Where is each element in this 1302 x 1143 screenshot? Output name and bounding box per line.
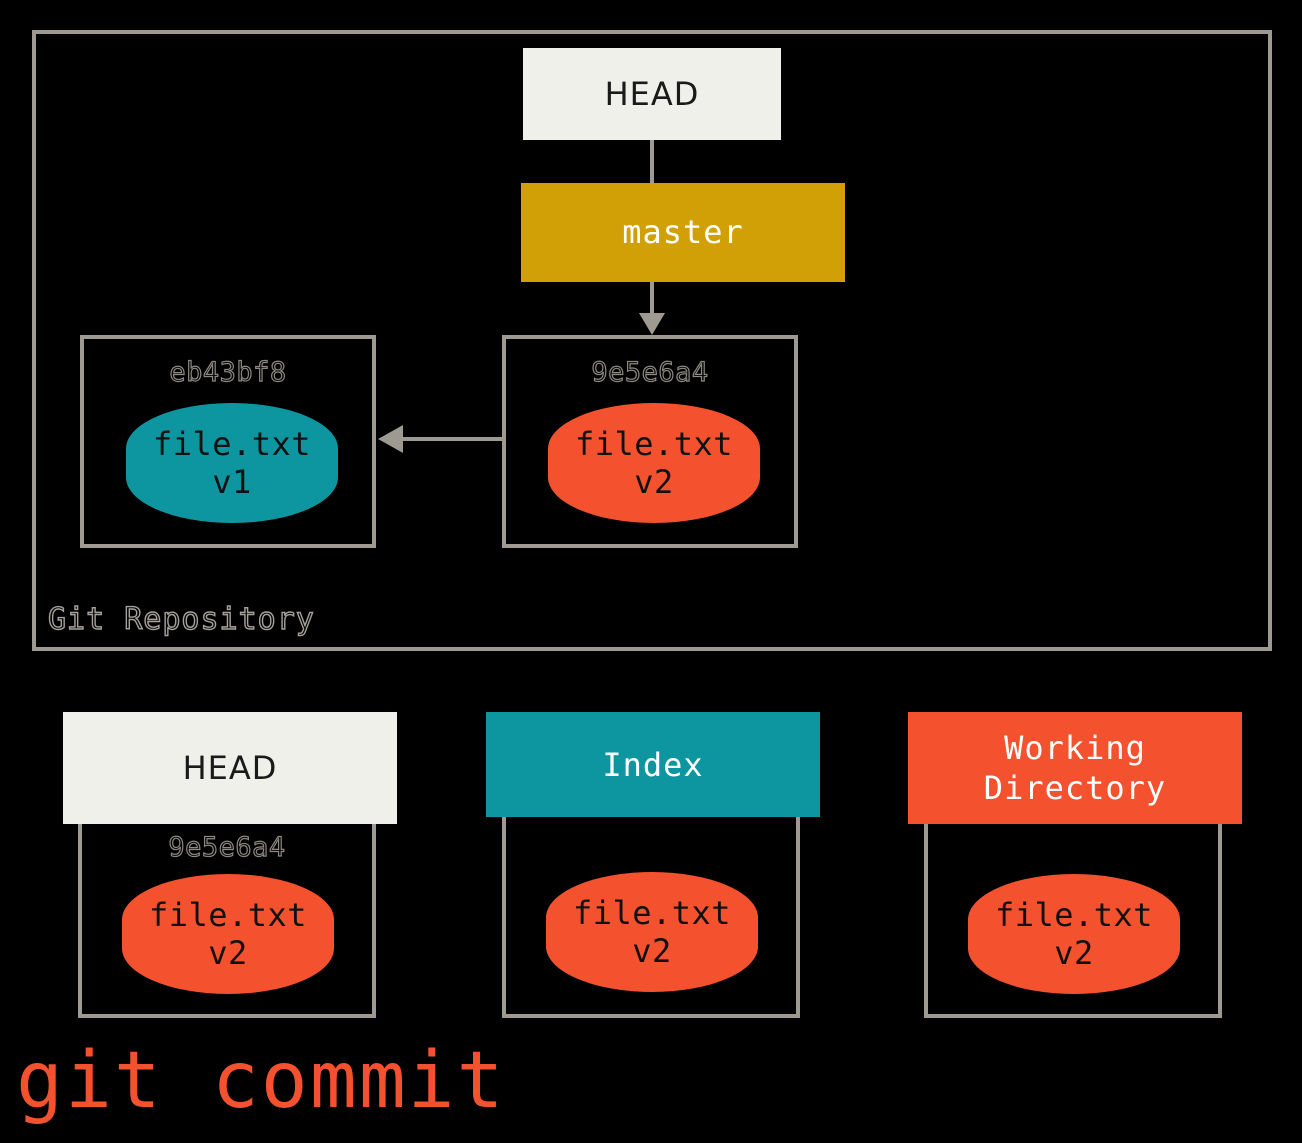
file-blob-head-area: file.txt v2 <box>122 874 334 994</box>
area-header-head-label: HEAD <box>182 749 278 787</box>
file-blob-index-area: file.txt v2 <box>546 872 758 992</box>
file-blob-9e5e6a4-text: file.txt v2 <box>574 424 734 501</box>
repo-master-ref-label: master <box>622 213 744 252</box>
file-blob-working-directory-area: file.txt v2 <box>968 874 1180 994</box>
arrowhead-commit-parent-icon <box>378 425 403 453</box>
file-blob-head-area-text: file.txt v2 <box>148 895 308 972</box>
connector-master-to-commit <box>650 282 654 316</box>
arrowhead-master-to-commit-icon <box>639 313 665 335</box>
repo-head-ref-box[interactable]: HEAD <box>523 48 781 140</box>
file-blob-index-area-text: file.txt v2 <box>572 893 732 970</box>
area-header-head[interactable]: HEAD <box>63 712 397 824</box>
connector-head-to-master <box>650 140 654 183</box>
commit-hash-9e5e6a4: 9e5e6a4 <box>591 356 709 388</box>
file-blob-9e5e6a4: file.txt v2 <box>548 403 760 523</box>
repo-master-ref-box[interactable]: master <box>521 183 845 282</box>
git-repository-label: Git Repository <box>47 601 315 637</box>
repo-head-ref-label: HEAD <box>604 74 700 113</box>
git-repository-frame <box>32 30 1272 651</box>
area-header-working-directory[interactable]: Working Directory <box>908 712 1242 824</box>
commit-box-9e5e6a4[interactable]: 9e5e6a4 file.txt v2 <box>502 335 798 548</box>
file-blob-eb43bf8: file.txt v1 <box>126 403 338 523</box>
commit-box-eb43bf8[interactable]: eb43bf8 file.txt v1 <box>80 335 376 548</box>
area-header-index[interactable]: Index <box>486 712 820 817</box>
area-head-hash: 9e5e6a4 <box>168 831 286 863</box>
file-blob-eb43bf8-text: file.txt v1 <box>152 424 312 501</box>
area-header-working-directory-label: Working Directory <box>983 729 1167 807</box>
file-blob-working-directory-area-text: file.txt v2 <box>994 895 1154 972</box>
area-body-working-directory: file.txt v2 <box>924 824 1222 1018</box>
area-body-head: 9e5e6a4 file.txt v2 <box>78 824 376 1018</box>
area-body-index: file.txt v2 <box>502 817 800 1018</box>
commit-hash-eb43bf8: eb43bf8 <box>169 356 287 388</box>
area-header-index-label: Index <box>602 745 704 784</box>
command-caption: git commit <box>16 1036 506 1126</box>
connector-commit-parent-line <box>401 437 505 441</box>
